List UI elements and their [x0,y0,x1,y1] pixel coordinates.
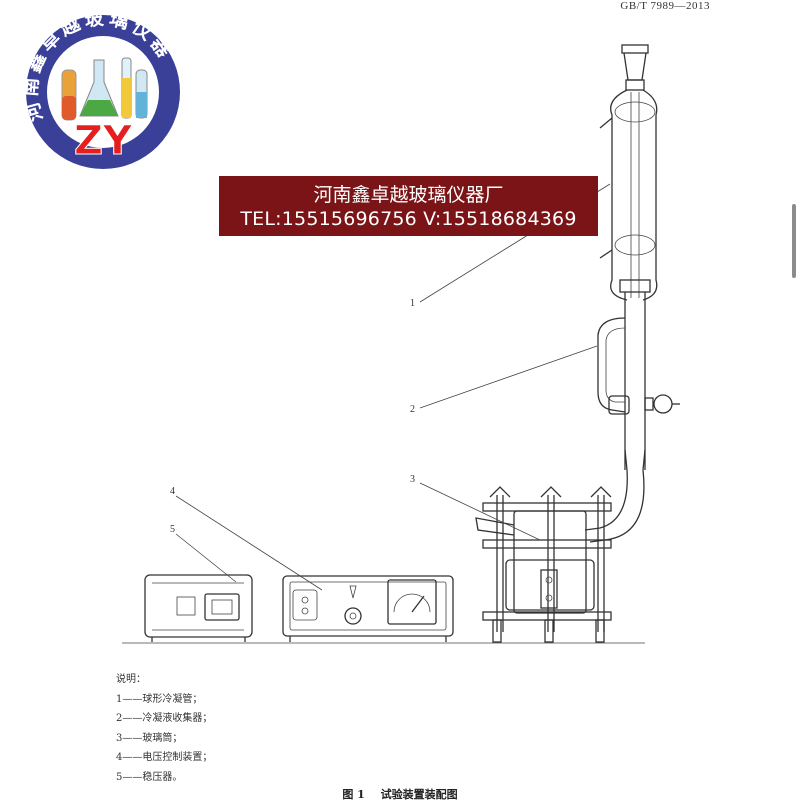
callout-4: 4 [170,486,175,497]
callout-2: 2 [410,404,415,415]
legend-item: 2——冷凝液收集器； [116,713,213,724]
voltage-control-device [282,575,454,642]
legend-notes: 说明： 1——球形冷凝管； 2——冷凝液收集器； 3——玻璃筒； 4——电压控制… [116,670,416,787]
glass-cylinder-assembly [475,486,612,643]
callout-3: 3 [410,474,415,485]
scrollbar-thumb[interactable] [792,204,796,278]
figure-title: 试验装置装配图 [380,788,458,801]
legend-title: 说明： [116,674,146,685]
legend-item: 3——玻璃筒； [116,732,183,744]
condensate-collector [584,292,680,543]
company-logo: ZY 河南鑫卓越玻璃仪器 [19,12,180,169]
figure-number: 图 1 [342,788,365,801]
voltage-stabilizer [144,574,253,642]
logo-monogram: ZY [74,118,133,164]
legend-item: 4——电压控制装置； [116,752,213,763]
banner-contact: TEL:15515696756 V:15518684369 [240,208,577,230]
callout-1: 1 [410,298,415,309]
legend-item: 1——球形冷凝管； [116,693,203,705]
callout-5: 5 [170,524,175,535]
legend-item: 5——稳压器。 [116,771,183,783]
banner-company-name: 河南鑫卓越玻璃仪器厂 [313,184,504,206]
figure-caption: 图 1 试验装置装配图 [0,786,800,802]
ball-condenser [599,44,658,301]
company-banner: 河南鑫卓越玻璃仪器厂 TEL:15515696756 V:15518684369 [219,176,598,236]
standard-code: GB/T 7989—2013 [620,0,710,12]
